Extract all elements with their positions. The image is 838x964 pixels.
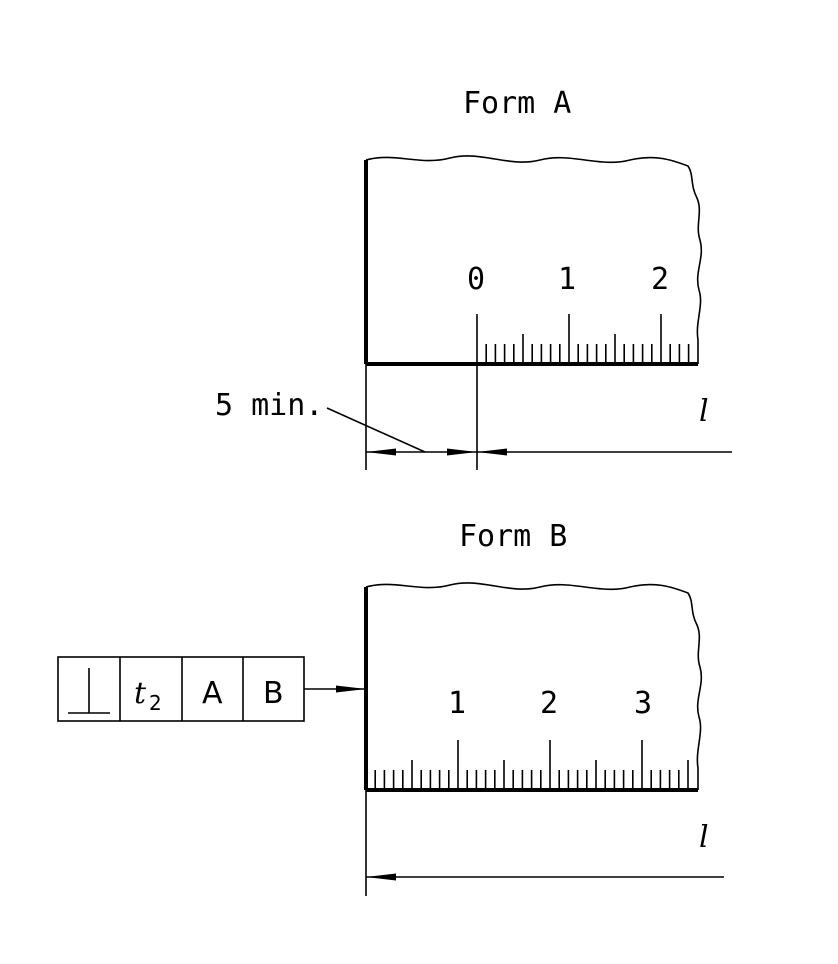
form-b-scale-1: 1	[448, 686, 466, 721]
fcf-tolerance-subscript: 2	[149, 691, 162, 715]
feature-control-frame: ⊥ t 2 A B	[57, 656, 305, 722]
perpendicularity-icon	[68, 668, 110, 714]
form-a-scale-1: 1	[558, 262, 576, 297]
form-a-scale-2: 2	[651, 262, 669, 297]
fcf-datum-a: A	[202, 676, 223, 711]
form-a: Form A 0 1 2 5 min. l	[215, 86, 732, 470]
form-a-min-leader	[326, 407, 426, 453]
form-b-length-symbol: l	[699, 820, 709, 855]
form-a-length-symbol: l	[699, 394, 709, 429]
form-a-scale-0: 0	[467, 262, 485, 297]
fcf-tolerance: t	[134, 676, 147, 711]
form-b-title: Form B	[459, 519, 567, 554]
form-b-ruler-break-top	[365, 582, 703, 790]
form-b: Form B 1 2 3 ⊥ t 2 A B l	[57, 519, 724, 896]
form-a-min-label: 5 min.	[215, 388, 323, 423]
form-a-title: Form A	[463, 86, 571, 121]
form-a-graduations	[476, 314, 690, 364]
form-b-scale-3: 3	[634, 686, 652, 721]
fcf-datum-b: B	[263, 676, 284, 711]
form-b-scale-2: 2	[540, 686, 558, 721]
form-a-ruler-break-top	[365, 155, 703, 364]
form-b-graduations	[374, 740, 689, 790]
